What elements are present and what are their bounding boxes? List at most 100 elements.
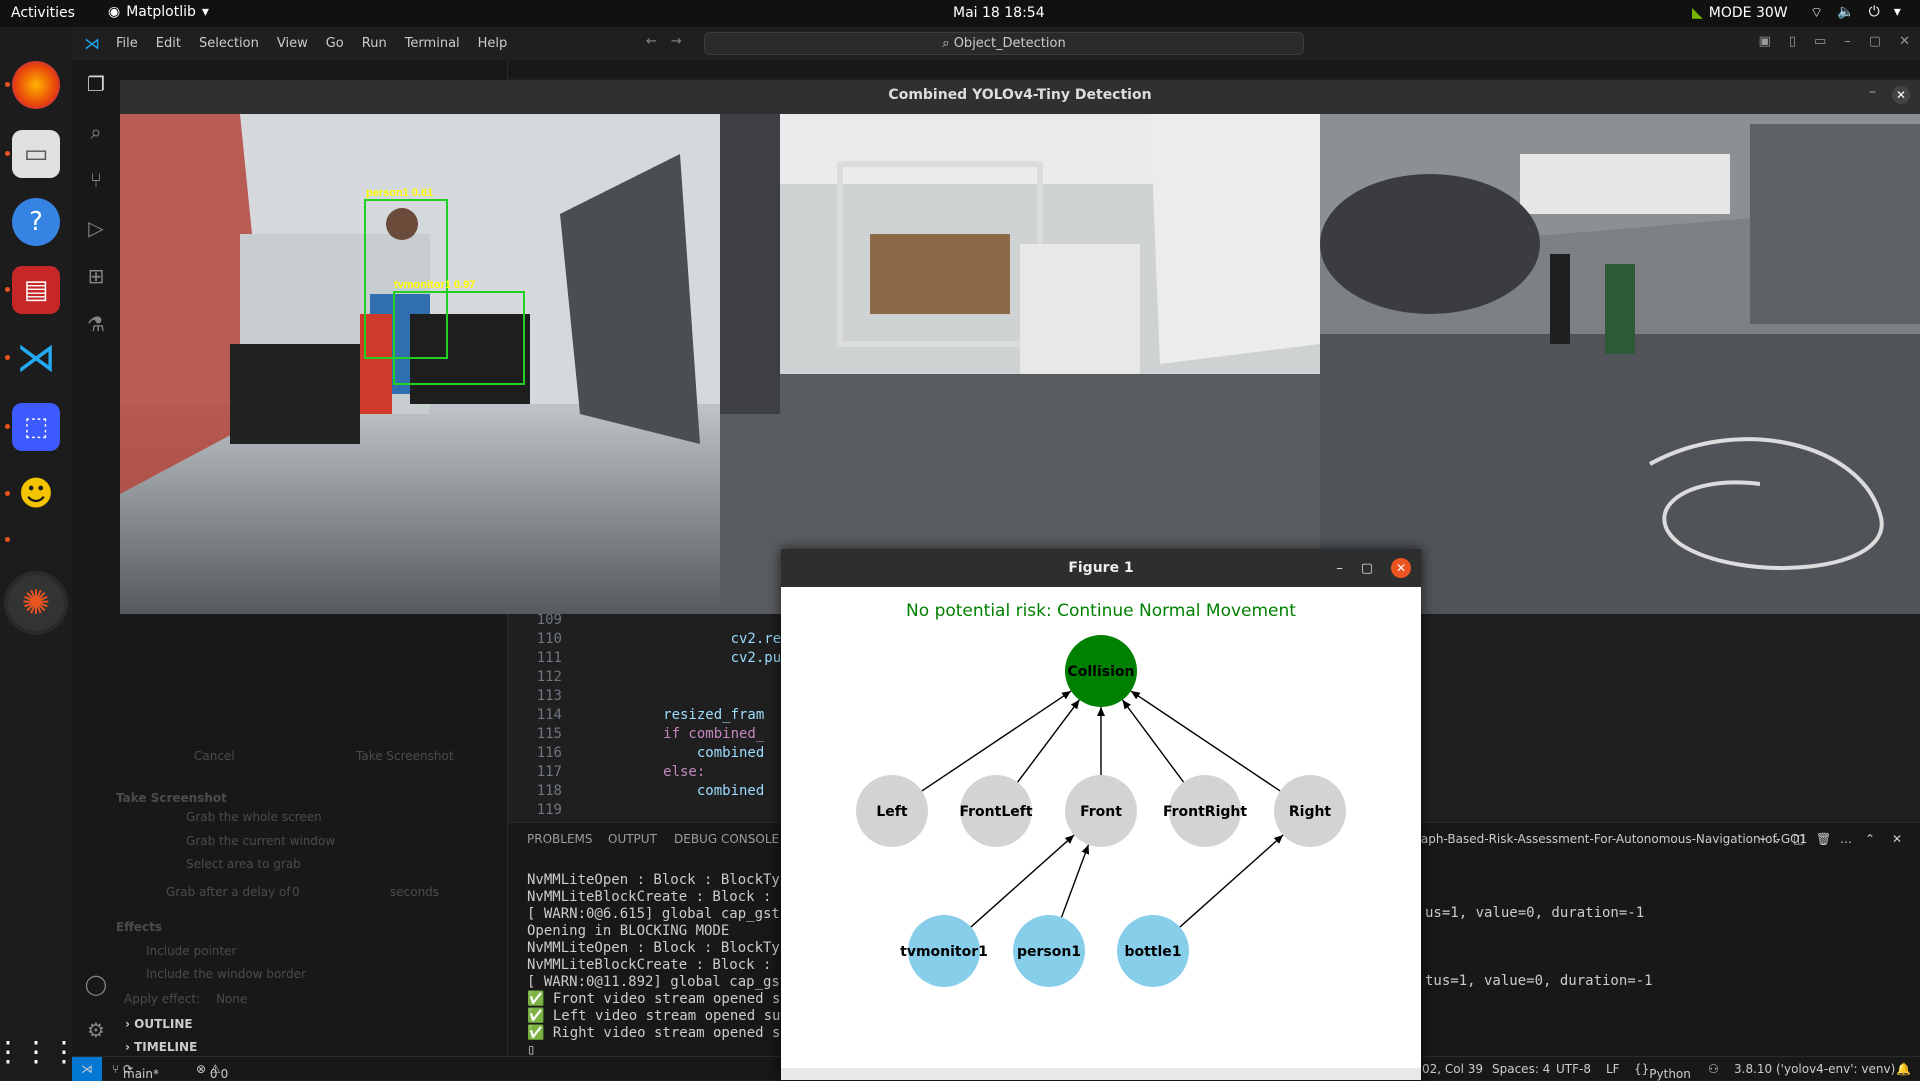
python-interpreter[interactable]: 3.8.10 ('yolov4-env': venv) xyxy=(1734,1062,1896,1076)
new-terminal-icon[interactable]: + ⌄ xyxy=(1758,832,1782,846)
clock[interactable]: Mai 18 18:54 xyxy=(953,5,1045,21)
code-line: 111 cv2.putT xyxy=(536,650,799,666)
copilot-icon[interactable]: ⚇ xyxy=(1708,1062,1719,1076)
bell-icon[interactable]: 🔔 xyxy=(1896,1062,1911,1076)
gnome-top-bar: Activities ◉ Matplotlib ▾ Mai 18 18:54 ◣… xyxy=(0,0,1920,27)
figure-window[interactable]: Figure 1 – ▢ ✕ No potential risk: Contin… xyxy=(781,549,1421,1080)
firefox-icon[interactable] xyxy=(12,61,60,109)
matplotlib-icon[interactable]: ✺ xyxy=(8,575,64,631)
system-tray[interactable]: ⌔ 🔈 ⏻ ▾ xyxy=(1810,4,1901,22)
node-label-frontright: FrontRight xyxy=(1163,804,1247,820)
screenshot-icon[interactable]: ⬚ xyxy=(12,403,60,451)
explorer-icon[interactable]: ❐ xyxy=(87,72,105,96)
power-mode-indicator[interactable]: ◣ MODE 30W xyxy=(1692,5,1788,21)
apply-effect-select[interactable]: None xyxy=(216,992,248,1006)
split-terminal-icon[interactable]: ◫ xyxy=(1793,832,1805,846)
source-control-icon[interactable]: ⑂ xyxy=(90,168,102,192)
menu-help[interactable]: Help xyxy=(477,36,508,51)
remote-indicator[interactable]: ⋊ xyxy=(72,1057,102,1081)
option-select-area[interactable]: Select area to grab xyxy=(186,857,301,871)
branch-indicator[interactable]: ⑂ main* ⟳ xyxy=(112,1062,159,1081)
tab-debug-console[interactable]: DEBUG CONSOLE xyxy=(674,832,780,846)
python-app-icon[interactable]: ☻ xyxy=(18,474,54,514)
search-icon[interactable]: ⌕ xyxy=(90,120,102,144)
indentation[interactable]: Spaces: 4 xyxy=(1492,1062,1551,1076)
node-label-bottle1: bottle1 xyxy=(1124,944,1181,960)
figure-title[interactable]: Figure 1 xyxy=(781,549,1421,587)
outline-section[interactable]: › OUTLINE xyxy=(125,1017,193,1031)
menu-edit[interactable]: Edit xyxy=(155,36,181,51)
layout-icon[interactable]: ▣ xyxy=(1758,34,1771,49)
close-icon[interactable]: ✕ xyxy=(1899,34,1910,49)
account-icon[interactable]: ◯ xyxy=(84,972,108,996)
minimize-icon[interactable]: – xyxy=(1336,560,1343,576)
cancel-button[interactable]: Cancel xyxy=(194,749,235,763)
minimize-icon[interactable]: – xyxy=(1869,84,1876,100)
figure-toolbar[interactable] xyxy=(781,1068,1421,1080)
cursor-position[interactable]: 02, Col 39 xyxy=(1422,1062,1484,1076)
maximize-panel-icon[interactable]: ⌃ xyxy=(1865,832,1876,846)
terminal-line: tus=1, value=0, duration=-1 xyxy=(1425,973,1653,989)
delay-input[interactable]: 0 xyxy=(292,885,300,899)
arrow-left-icon[interactable]: ← xyxy=(646,34,657,49)
detection-window-title[interactable]: Combined YOLOv4-Tiny Detection xyxy=(120,80,1920,114)
menu-file[interactable]: File xyxy=(116,36,138,51)
running-indicator xyxy=(5,151,10,156)
command-center-search[interactable]: ⌕ Object_Detection xyxy=(704,32,1304,55)
node-frontright xyxy=(1169,775,1241,847)
vscode-icon[interactable]: ⋊ xyxy=(16,335,56,381)
nvidia-icon: ◣ xyxy=(1692,5,1703,21)
language-mode[interactable]: {} Python xyxy=(1634,1062,1691,1081)
help-icon[interactable]: ? xyxy=(12,198,60,246)
include-border-checkbox[interactable]: Include the window border xyxy=(146,967,306,981)
files-icon[interactable]: ▭ xyxy=(12,130,60,178)
testing-icon[interactable]: ⚗ xyxy=(87,312,105,336)
activities-button[interactable]: Activities xyxy=(11,5,75,21)
extensions-icon[interactable]: ⊞ xyxy=(87,264,105,288)
gear-icon[interactable]: ⚙ xyxy=(87,1018,105,1042)
trash-icon[interactable]: 🗑 xyxy=(1816,832,1832,846)
app-menu[interactable]: ◉ Matplotlib ▾ xyxy=(108,4,209,20)
panel-toggle-icon[interactable]: ▭ xyxy=(1814,34,1827,49)
minimize-icon[interactable]: – xyxy=(1844,34,1851,49)
sidebar-toggle-icon[interactable]: ▯ xyxy=(1788,34,1796,49)
edge-frontright-to-collision xyxy=(1121,699,1185,783)
menu-run[interactable]: Run xyxy=(361,36,387,51)
run-debug-icon[interactable]: ▷ xyxy=(88,216,104,240)
menu-selection[interactable]: Selection xyxy=(198,36,259,51)
app-name: Matplotlib xyxy=(126,4,196,20)
code-line: 114 resized_fram xyxy=(536,707,765,723)
option-current-window[interactable]: Grab the current window xyxy=(186,834,336,848)
running-indicator xyxy=(5,82,10,87)
option-whole-screen[interactable]: Grab the whole screen xyxy=(186,810,322,824)
problems-indicator[interactable]: ⊗ 0 ⚠ 0 xyxy=(196,1062,229,1081)
terminal-title[interactable]: raph-Based-Risk-Assessment-For-Autonomou… xyxy=(1416,832,1808,846)
node-label-front: Front xyxy=(1080,804,1122,820)
tab-problems[interactable]: PROBLEMS xyxy=(527,832,593,846)
more-icon[interactable]: … xyxy=(1840,832,1852,846)
maximize-icon[interactable]: ▢ xyxy=(1868,34,1882,49)
tab-output[interactable]: OUTPUT xyxy=(608,832,657,846)
take-screenshot-button[interactable]: Take Screenshot xyxy=(356,749,454,763)
detection-window[interactable]: Combined YOLOv4-Tiny Detection – ✕ perso… xyxy=(120,80,1920,614)
timeline-section[interactable]: › TIMELINE xyxy=(125,1040,198,1054)
close-icon[interactable]: ✕ xyxy=(1391,558,1411,578)
encoding[interactable]: UTF-8 xyxy=(1556,1062,1591,1076)
menu-view[interactable]: View xyxy=(276,36,308,51)
arrow-right-icon[interactable]: → xyxy=(670,34,682,49)
node-collision xyxy=(1065,635,1137,707)
menu-go[interactable]: Go xyxy=(325,36,344,51)
close-panel-icon[interactable]: ✕ xyxy=(1892,832,1903,846)
show-apps-icon[interactable]: ⋮⋮⋮ xyxy=(0,1034,78,1068)
eol[interactable]: LF xyxy=(1606,1062,1620,1076)
edge-frontleft-to-collision xyxy=(1017,699,1080,783)
close-icon[interactable]: ✕ xyxy=(1892,86,1910,104)
history-nav: ← → xyxy=(646,34,682,49)
menu-terminal[interactable]: Terminal xyxy=(404,36,460,51)
terminal-line: ✅ Left video stream opened succ xyxy=(527,1008,798,1024)
layout-controls: ▣ ▯ ▭ – ▢ ✕ xyxy=(1759,34,1910,49)
maximize-icon[interactable]: ▢ xyxy=(1360,560,1373,576)
include-pointer-checkbox[interactable]: Include pointer xyxy=(146,944,237,958)
terminal-app-icon[interactable]: ▤ xyxy=(12,266,60,314)
